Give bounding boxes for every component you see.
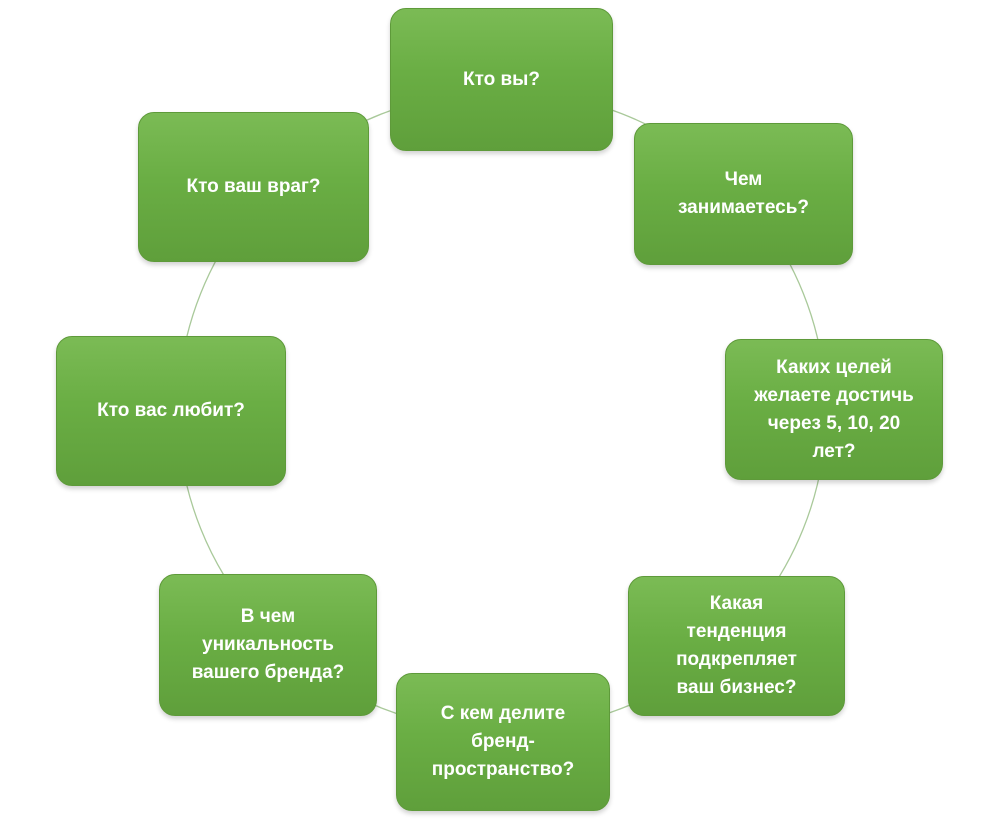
node-label: Кто вы?	[462, 68, 541, 90]
node-who-are-you: Кто вы?	[390, 8, 613, 151]
node-label: Кто вас любит?	[97, 400, 245, 421]
node-goals: Каких целей желаете достичь через 5, 10,…	[725, 339, 943, 480]
node-trend: Какая тенденция подкрепляет ваш бизнес?	[628, 576, 845, 716]
node-uniqueness: В чем уникальность вашего бренда?	[159, 574, 377, 716]
node-your-enemy: Кто ваш враг?	[138, 112, 369, 262]
node-label: Чем занимаетесь?	[677, 169, 810, 218]
node-label: Какая тенденция подкрепляет ваш бизнес?	[676, 593, 797, 698]
node-label: С кем делите бренд- пространство?	[431, 703, 575, 780]
node-label: Кто ваш враг?	[186, 176, 321, 197]
node-label: Каких целей желаете достичь через 5, 10,…	[754, 356, 914, 462]
node-label: В чем уникальность вашего бренда?	[191, 606, 345, 683]
node-what-do-you-do: Чем занимаетесь?	[634, 123, 853, 265]
node-who-loves-you: Кто вас любит?	[56, 336, 286, 486]
node-brand-space: С кем делите бренд- пространство?	[396, 673, 610, 811]
